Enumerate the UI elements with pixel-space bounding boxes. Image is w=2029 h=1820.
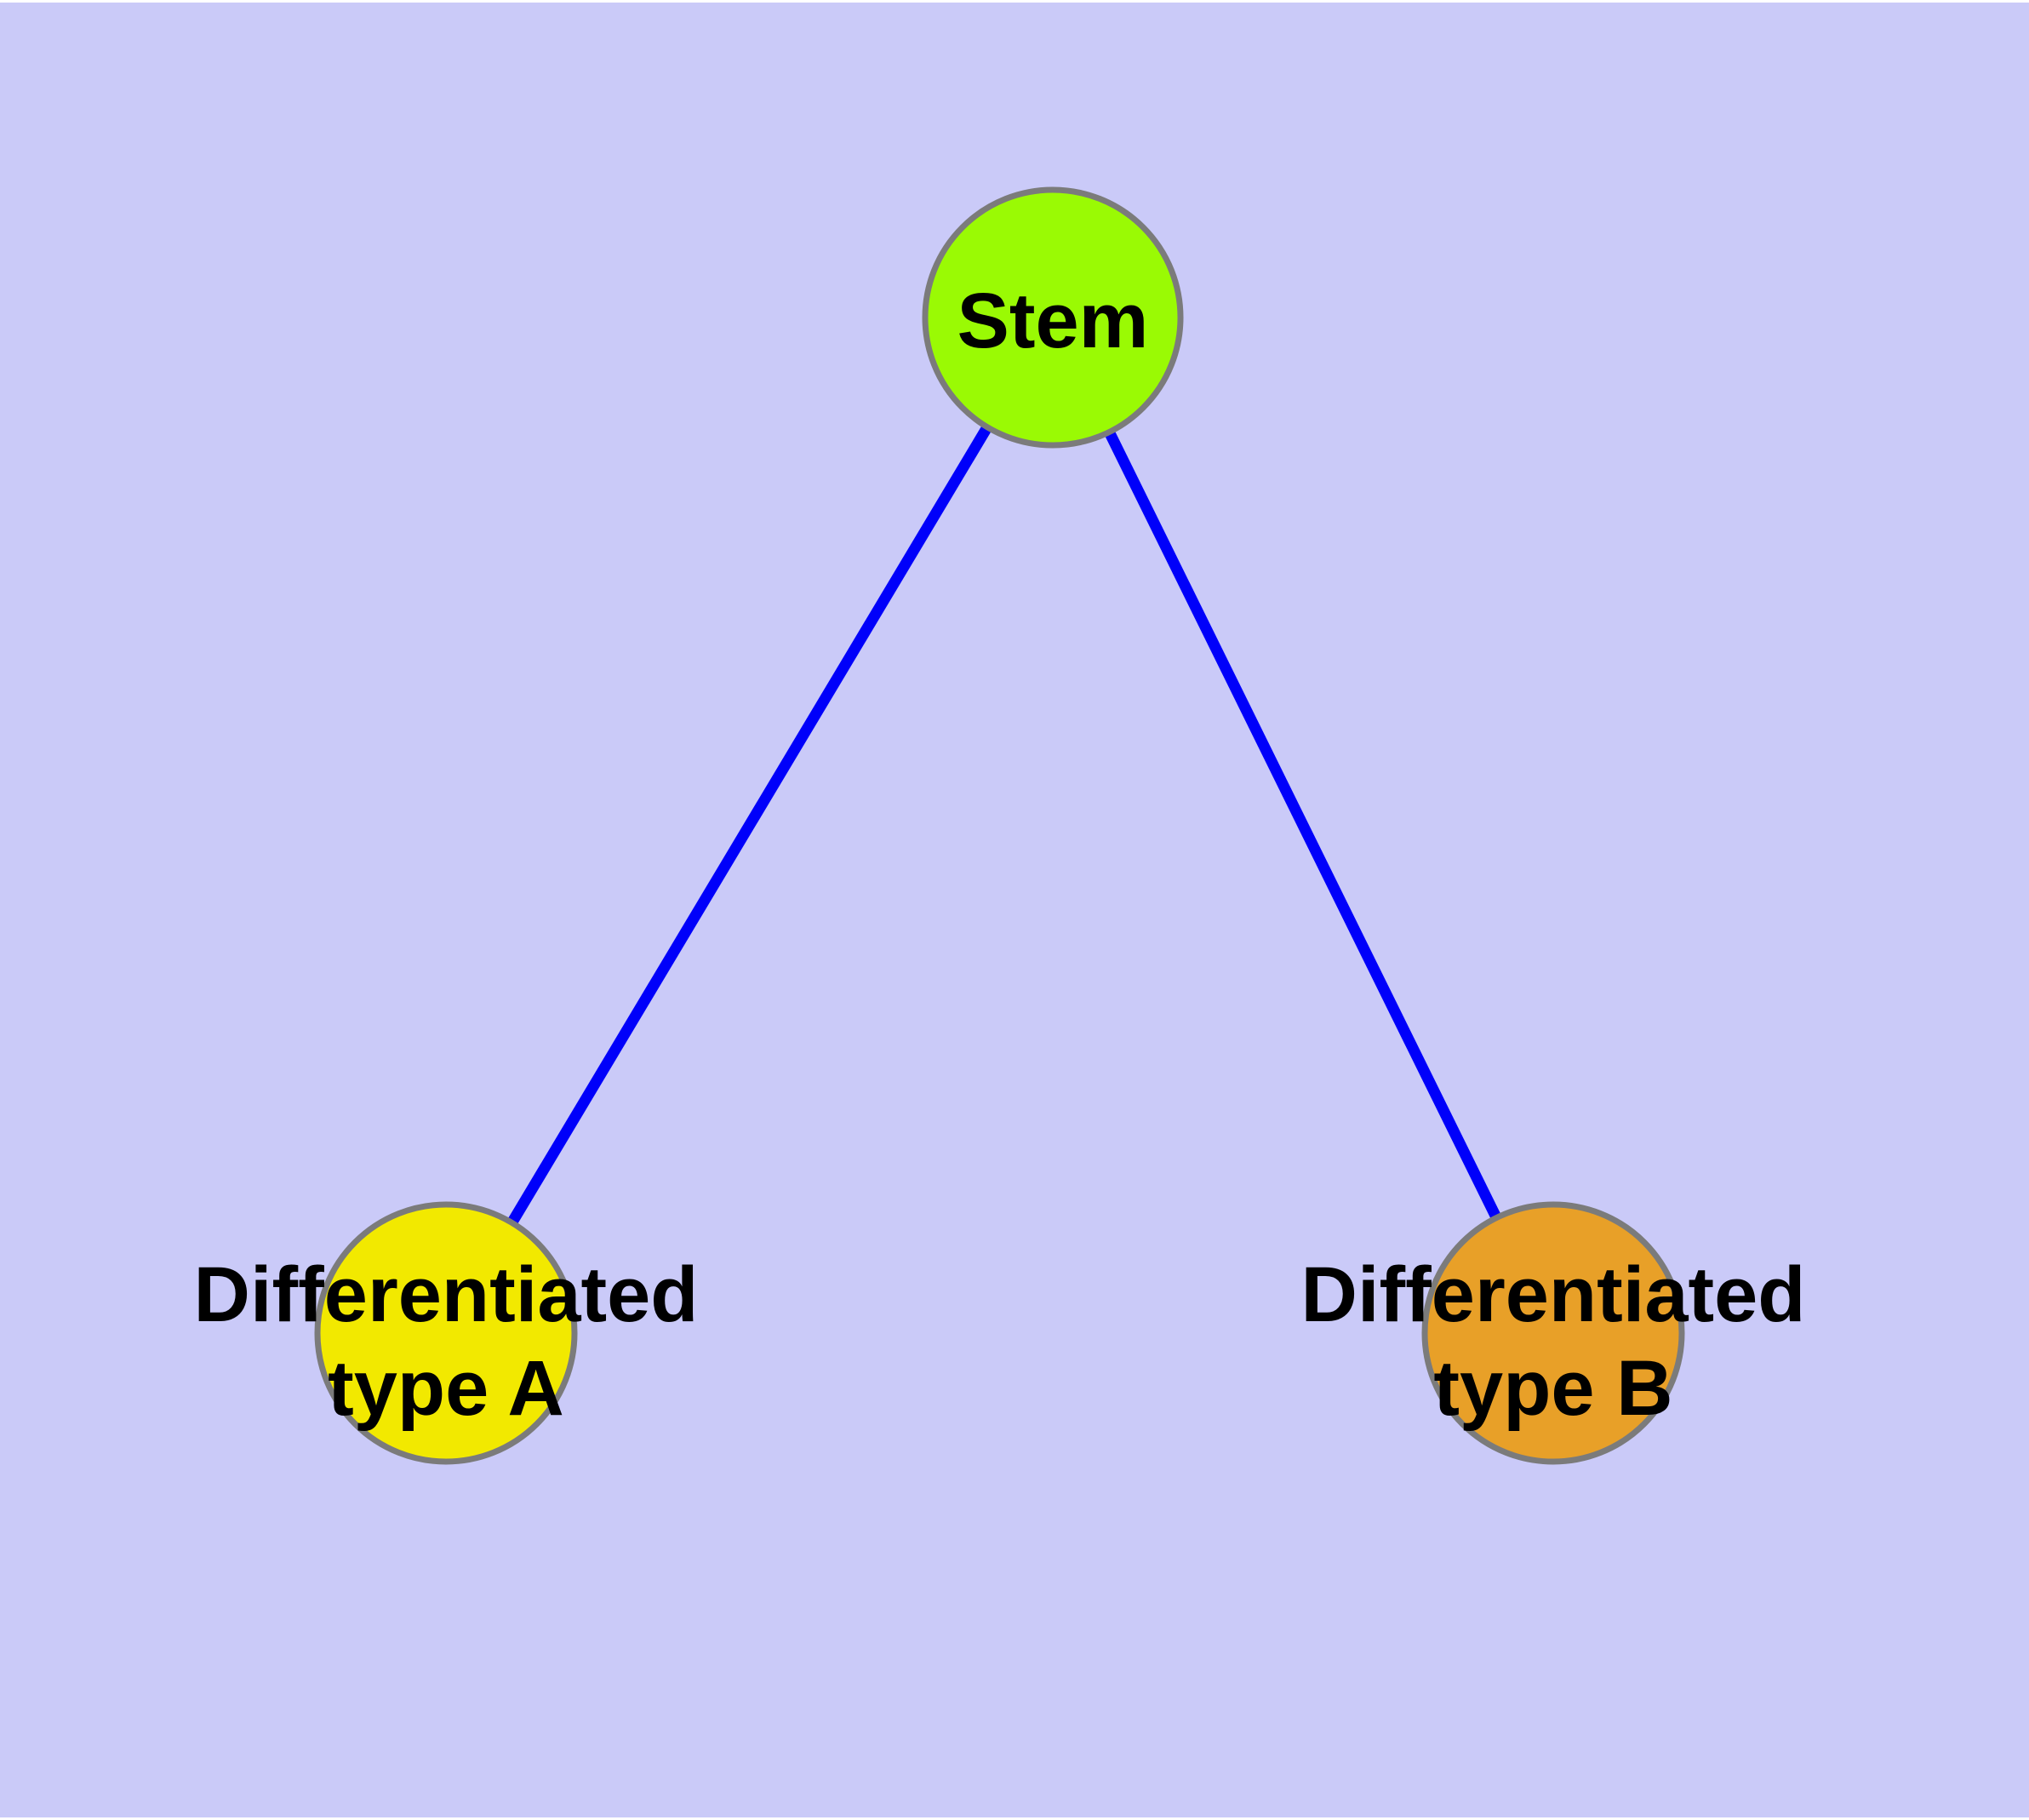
node-stem-label: Stem <box>957 278 1149 364</box>
node-type-b-label-line2: type B <box>1433 1345 1672 1432</box>
node-type-a-label-line1: Differentiated <box>194 1251 699 1338</box>
node-type-b-label-line1: Differentiated <box>1301 1251 1806 1338</box>
edge-stem-to-type-b <box>1048 315 1558 1336</box>
node-stem <box>922 186 1184 449</box>
node-differentiated-type-a <box>314 1201 578 1465</box>
node-differentiated-type-b <box>1421 1201 1685 1465</box>
node-type-a-label-line2: type A <box>328 1345 564 1432</box>
edge-stem-to-type-a <box>441 314 1058 1336</box>
